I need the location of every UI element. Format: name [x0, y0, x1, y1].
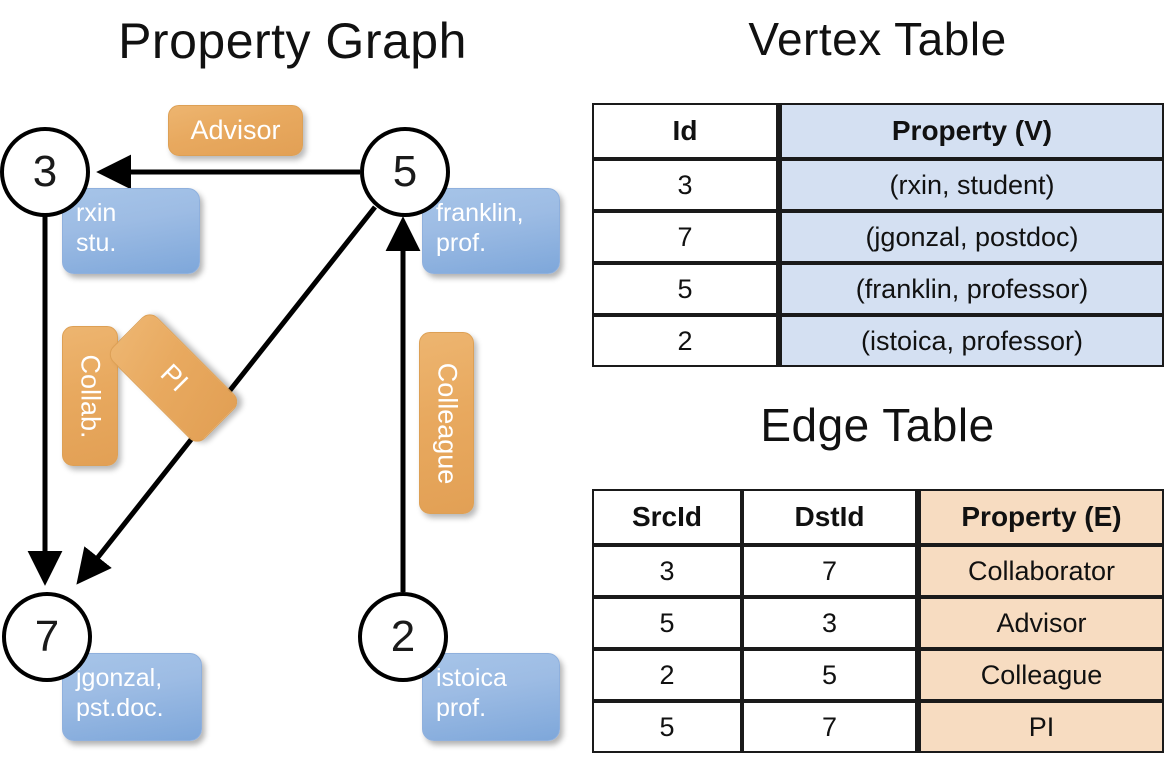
table-row: 5 7 PI [592, 701, 1164, 753]
table-row: 2 5 Colleague [592, 649, 1164, 701]
edge-cell-srcid: 2 [592, 649, 742, 701]
graph-node-5-label: 5 [392, 147, 418, 196]
vertex-table-col-property: Property (V) [778, 103, 1164, 159]
table-row: 5 (franklin, professor) [592, 263, 1164, 315]
vertex-property-7-line2: pst.doc. [76, 693, 164, 722]
graph-node-2: 2 [358, 592, 448, 682]
vertex-property-box-2: istoica prof. [422, 653, 560, 741]
vertex-table: Id Property (V) 3 (rxin, student) 7 (jgo… [592, 103, 1164, 367]
edge-cell-property: Colleague [917, 649, 1164, 701]
graph-node-3-label: 3 [32, 147, 58, 196]
vertex-cell-property: (franklin, professor) [778, 263, 1164, 315]
vertex-cell-id: 5 [592, 263, 778, 315]
graph-node-2-label: 2 [390, 612, 416, 661]
edge-cell-srcid: 5 [592, 597, 742, 649]
vertex-property-box-3: rxin stu. [62, 188, 200, 274]
vertex-cell-property: (istoica, professor) [778, 315, 1164, 367]
graph-node-7: 7 [2, 592, 92, 682]
edge-cell-dstid: 5 [742, 649, 917, 701]
edge-table: SrcId DstId Property (E) 3 7 Collaborato… [592, 489, 1164, 753]
vertex-cell-id: 2 [592, 315, 778, 367]
vertex-cell-property: (rxin, student) [778, 159, 1164, 211]
property-graph-diagram: Advisor Collab. PI Colleague rxin stu. f… [0, 105, 560, 741]
graph-node-5: 5 [360, 127, 450, 217]
edge-label-advisor: Advisor [168, 105, 303, 156]
edge-table-header-row: SrcId DstId Property (E) [592, 489, 1164, 545]
edge-cell-srcid: 3 [592, 545, 742, 597]
table-row: 3 7 Collaborator [592, 545, 1164, 597]
table-row: 2 (istoica, professor) [592, 315, 1164, 367]
vertex-property-5-line1: franklin, [436, 199, 524, 227]
edge-cell-srcid: 5 [592, 701, 742, 753]
edge-label-collab-text: Collab. [75, 353, 106, 439]
vertex-property-2-line2: prof. [436, 693, 487, 722]
vertex-cell-property: (jgonzal, postdoc) [778, 211, 1164, 263]
page-title-vertex-table: Vertex Table [748, 13, 1007, 65]
vertex-cell-id: 7 [592, 211, 778, 263]
edge-table-col-property: Property (E) [917, 489, 1164, 545]
edge-label-colleague-text: Colleague [432, 362, 462, 484]
edge-cell-property: Advisor [917, 597, 1164, 649]
vertex-table-header-row: Id Property (V) [592, 103, 1164, 159]
edge-label-advisor-text: Advisor [190, 115, 281, 145]
edge-label-colleague: Colleague [419, 332, 474, 514]
table-row: 3 (rxin, student) [592, 159, 1164, 211]
graph-node-3: 3 [0, 127, 90, 217]
edge-cell-dstid: 7 [742, 701, 917, 753]
edge-cell-property: Collaborator [917, 545, 1164, 597]
graph-node-7-label: 7 [34, 612, 60, 661]
vertex-property-3-line1: rxin [76, 199, 117, 227]
vertex-property-3-line2: stu. [76, 228, 117, 257]
page-title-property-graph: Property Graph [118, 13, 467, 69]
edge-label-collab: Collab. [62, 326, 118, 466]
vertex-property-box-7: jgonzal, pst.doc. [62, 653, 202, 741]
vertex-table-col-id: Id [592, 103, 778, 159]
edge-cell-property: PI [917, 701, 1164, 753]
edge-table-col-dstid: DstId [742, 489, 917, 545]
edge-label-pi-text: PI [154, 358, 194, 398]
vertex-property-5-line2: prof. [436, 228, 487, 257]
page-title-edge-table: Edge Table [760, 399, 995, 451]
edge-table-col-srcid: SrcId [592, 489, 742, 545]
edge-cell-dstid: 7 [742, 545, 917, 597]
vertex-property-7-line1: jgonzal, [76, 664, 163, 692]
edge-cell-dstid: 3 [742, 597, 917, 649]
vertex-property-2-line1: istoica [436, 664, 507, 692]
vertex-property-box-5: franklin, prof. [422, 188, 560, 274]
table-row: 5 3 Advisor [592, 597, 1164, 649]
table-row: 7 (jgonzal, postdoc) [592, 211, 1164, 263]
vertex-cell-id: 3 [592, 159, 778, 211]
